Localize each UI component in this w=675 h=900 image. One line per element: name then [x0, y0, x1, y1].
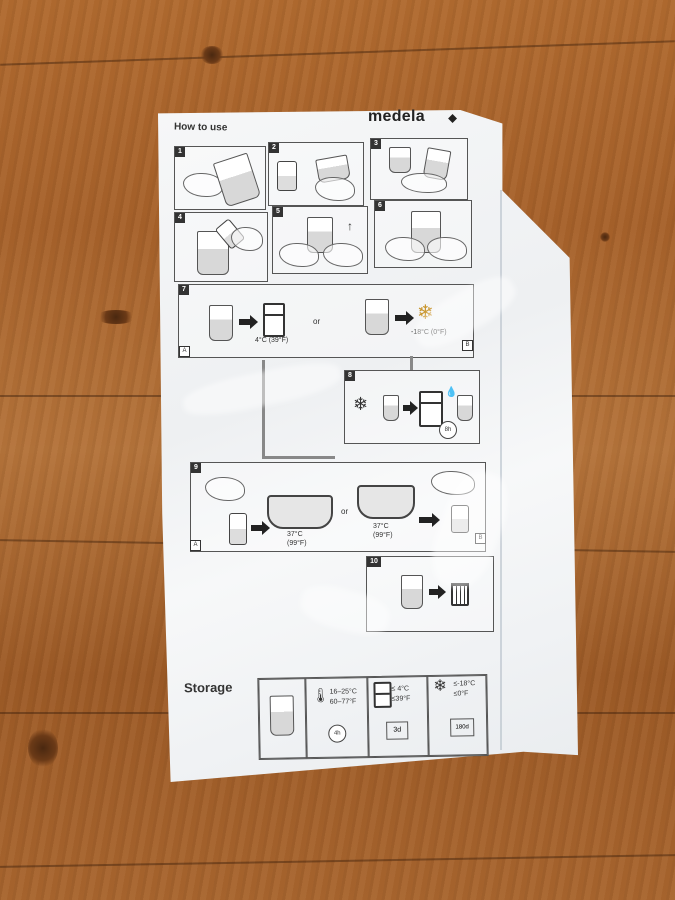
step-number: 1	[175, 147, 185, 157]
step-2-panel: 2	[268, 142, 364, 206]
wood-knot	[200, 46, 224, 64]
hand-illustration	[315, 177, 355, 201]
arrow-right-icon	[429, 585, 446, 599]
bottle-illustration	[451, 505, 469, 533]
or-label: or	[313, 317, 321, 326]
step-number: 9	[191, 463, 201, 473]
storage-fridge-cell: ≤ 4°C ≤39°F 3d	[366, 676, 430, 758]
step-number: 4	[175, 213, 185, 223]
plank-seam	[0, 854, 675, 868]
hand-illustration	[323, 243, 363, 267]
fridge-icon	[373, 681, 392, 708]
storage-table: 🌡 16–25°C 60–77°F 4h ≤ 4°C ≤39°F 3d ❄ ≤-…	[257, 673, 489, 761]
snowflake-icon: ❄	[417, 302, 434, 324]
snowflake-icon: ❄	[353, 394, 369, 414]
thaw-time-badge: 8h	[439, 421, 457, 439]
fridge-temperature-c: ≤ 4°C	[391, 685, 410, 693]
thermometer-icon: 🌡	[311, 686, 330, 704]
step-3-panel: 3	[370, 138, 468, 200]
warming-temperature-b-f: (99°F)	[373, 532, 393, 539]
clock-icon: 4h	[328, 724, 347, 743]
hand-illustration	[427, 237, 467, 261]
trash-icon	[451, 583, 469, 606]
step-7-panel: 7 4°C (39°F) or ❄ -18°C (0°F) A B	[178, 284, 474, 358]
step-8-panel: 8 ❄ 8h 💧	[344, 370, 480, 444]
step-4-panel: 4	[174, 212, 268, 282]
arrow-right-icon	[419, 513, 440, 527]
pouch-illustration	[269, 695, 295, 736]
drops-icon: 💧	[445, 387, 458, 398]
fridge-temperature-f: ≤39°F	[391, 695, 411, 703]
step-1-panel: 1	[174, 146, 266, 210]
step-number: 2	[269, 143, 279, 153]
storage-room-cell: 🌡 16–25°C 60–77°F 4h	[304, 677, 370, 759]
pouch-illustration	[389, 147, 411, 173]
step-10-panel: 10	[366, 556, 494, 632]
arrow-right-icon	[403, 401, 418, 415]
brand-logo: medela	[368, 108, 425, 125]
pot-illustration	[267, 495, 333, 529]
freezer-temperature-c: ≤-18°C	[453, 680, 476, 688]
hand-illustration	[279, 243, 319, 267]
pouch-illustration	[457, 395, 473, 421]
step-number: 5	[273, 207, 283, 217]
storage-pouch-cell	[258, 678, 308, 759]
hand-illustration	[431, 471, 475, 495]
wood-knot	[600, 232, 610, 242]
bag-zipper-seam	[500, 190, 542, 750]
path-a-tag: A	[190, 540, 201, 551]
pouch-illustration	[209, 305, 233, 341]
step-5-panel: 5 ↑	[272, 206, 368, 274]
step-number: 3	[371, 139, 381, 149]
fridge-temperature: 4°C (39°F)	[255, 337, 289, 344]
bottle-illustration	[229, 513, 247, 545]
or-label: or	[341, 507, 349, 516]
freezer-temperature: -18°C (0°F)	[411, 329, 447, 336]
step-number: 10	[367, 557, 381, 567]
flow-connector	[402, 356, 413, 370]
plank-seam	[0, 40, 675, 66]
warming-temperature-a: 37°C	[287, 531, 303, 538]
storage-freezer-cell: ❄ ≤-18°C ≤0°F 180d	[426, 675, 488, 757]
how-to-use-heading: How to use	[173, 121, 228, 134]
pouch-illustration	[365, 299, 389, 335]
bowl-illustration	[357, 485, 415, 519]
up-arrow-icon: ↑	[347, 219, 353, 233]
pouch-illustration	[383, 395, 399, 421]
fridge-icon	[419, 391, 443, 427]
wood-knot	[96, 310, 136, 324]
freezer-temperature-f: ≤0°F	[453, 690, 469, 698]
arrow-right-icon	[251, 521, 270, 535]
step-number: 8	[345, 371, 355, 381]
bottle-illustration	[277, 161, 297, 191]
step-number: 7	[179, 285, 189, 295]
hand-illustration	[385, 237, 425, 261]
hand-illustration	[205, 477, 245, 501]
brand-mark-icon: ⬥	[448, 110, 458, 125]
arrow-right-icon	[239, 315, 258, 329]
pouch-illustration	[212, 152, 262, 208]
warming-temperature-b: 37°C	[373, 523, 389, 530]
calendar-icon: 180d	[450, 718, 475, 737]
wood-knot	[28, 728, 58, 768]
flow-connector	[262, 360, 335, 459]
snowflake-icon: ❄	[433, 677, 448, 695]
hand-illustration	[231, 227, 263, 251]
path-a-tag: A	[179, 346, 190, 357]
step-9-panel: 9 37°C (99°F) or 37°C (99°F) A B	[190, 462, 486, 552]
step-number: 6	[375, 201, 385, 211]
path-b-tag: B	[462, 340, 473, 351]
step-6-panel: 6	[374, 200, 472, 268]
fridge-icon	[263, 303, 285, 337]
room-temperature-f: 60–77°F	[329, 698, 357, 706]
calendar-icon: 3d	[386, 721, 409, 740]
pouch-illustration	[401, 575, 423, 609]
hand-illustration	[401, 173, 447, 193]
warming-temperature-a-f: (99°F)	[287, 540, 307, 547]
arrow-right-icon	[395, 311, 414, 325]
room-temperature-c: 16–25°C	[329, 688, 357, 696]
storage-heading: Storage	[183, 679, 233, 696]
path-b-tag: B	[475, 533, 486, 544]
